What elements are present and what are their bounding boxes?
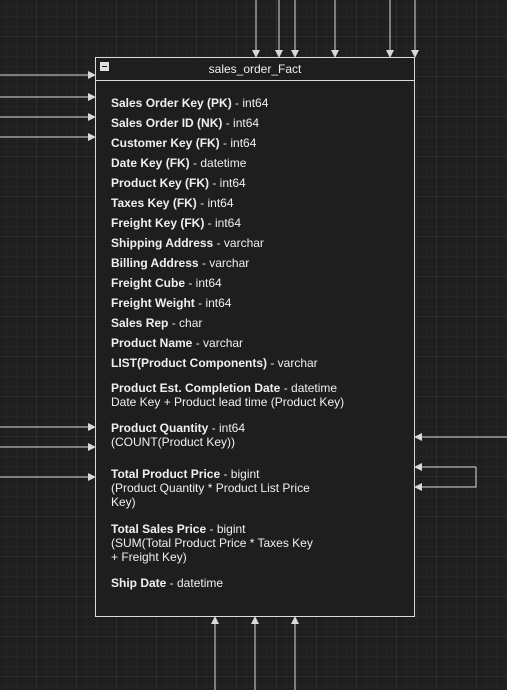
sales-order-fact-table[interactable]: sales_order_Fact Sales Order Key (PK) - … [95, 57, 415, 617]
attribute-row[interactable]: Taxes Key (FK) - int64 [111, 196, 234, 210]
attribute-row[interactable]: Sales Order Key (PK) - int64 [111, 96, 269, 110]
attribute-row[interactable]: Product Key (FK) - int64 [111, 176, 246, 190]
attribute-row[interactable]: Freight Key (FK) - int64 [111, 216, 242, 230]
attribute-row[interactable]: Freight Weight - int64 [111, 296, 232, 310]
attribute-note: Date Key + Product lead time (Product Ke… [111, 395, 345, 409]
collapse-icon[interactable] [100, 62, 109, 71]
attribute-row[interactable]: LIST(Product Components) - varchar [111, 356, 318, 370]
connector-right-loop [414, 467, 477, 491]
attribute-row[interactable]: Total Product Price - bigint(Product Qua… [111, 467, 316, 509]
attribute-note: (SUM(Total Product Price * Taxes Key + F… [111, 536, 313, 564]
table-header: sales_order_Fact [96, 58, 414, 81]
attribute-row[interactable]: Product Name - varchar [111, 336, 244, 350]
attribute-row[interactable]: Sales Order ID (NK) - int64 [111, 116, 260, 130]
attribute-row[interactable]: Sales Rep - char [111, 316, 203, 330]
attribute-row[interactable]: Freight Cube - int64 [111, 276, 222, 290]
attribute-row[interactable]: Total Sales Price - bigint(SUM(Total Pro… [111, 522, 321, 564]
attribute-row[interactable]: Shipping Address - varchar [111, 236, 264, 250]
attribute-note: (Product Quantity * Product List Price K… [111, 481, 310, 509]
attribute-row[interactable]: Date Key (FK) - datetime [111, 156, 247, 170]
table-title: sales_order_Fact [208, 62, 302, 76]
attribute-note: (COUNT(Product Key)) [111, 435, 236, 449]
attribute-row[interactable]: Billing Address - varchar [111, 256, 250, 270]
attribute-row[interactable]: Product Quantity - int64(COUNT(Product K… [111, 421, 406, 449]
attribute-row[interactable]: Ship Date - datetime [111, 576, 224, 590]
attribute-row[interactable]: Customer Key (FK) - int64 [111, 136, 257, 150]
